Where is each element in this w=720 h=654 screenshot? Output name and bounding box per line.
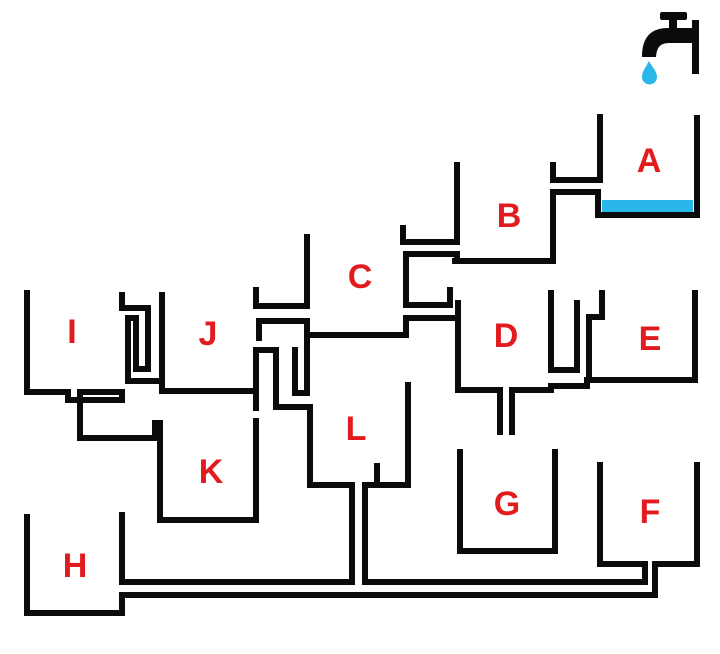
water-drop-icon <box>642 61 658 85</box>
container-label-E: E <box>639 320 662 358</box>
container-label-I: I <box>67 313 76 351</box>
container-label-A: A <box>637 142 662 180</box>
container-label-D: D <box>494 317 519 355</box>
container-label-G: G <box>494 485 520 523</box>
container-label-K: K <box>199 453 224 491</box>
container-labels: A B C D E F G H I J K L <box>63 142 662 585</box>
water-fill-a <box>602 200 693 213</box>
container-label-F: F <box>640 493 661 531</box>
container-label-B: B <box>497 197 522 235</box>
faucet-icon <box>642 12 699 74</box>
container-label-J: J <box>199 315 218 353</box>
container-label-L: L <box>346 410 367 448</box>
pipe-walls <box>24 114 700 616</box>
container-label-C: C <box>348 258 373 296</box>
container-label-H: H <box>63 547 88 585</box>
